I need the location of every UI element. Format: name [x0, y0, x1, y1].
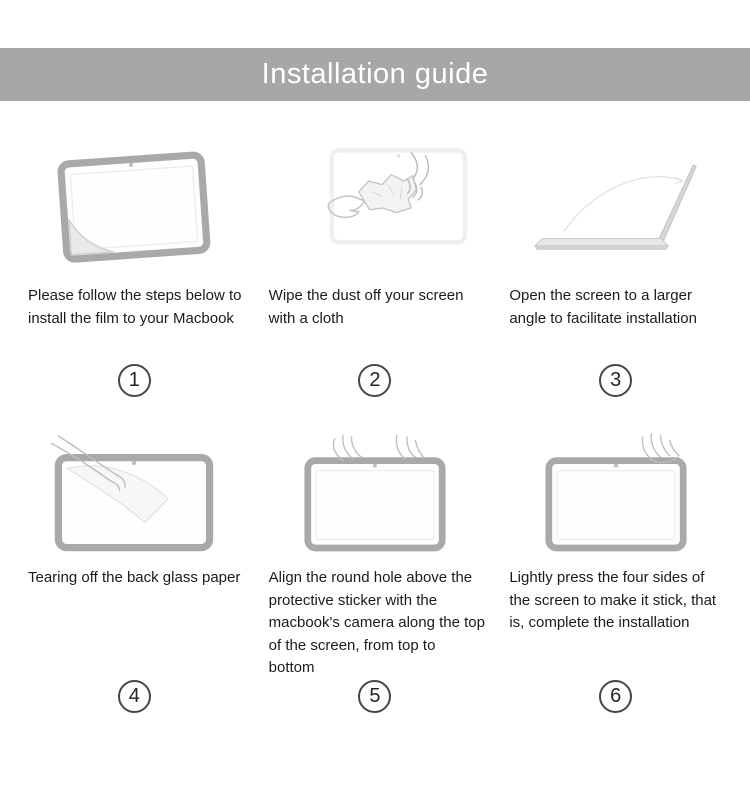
step-card-2: Wipe the dust off your screen with a clo…: [255, 145, 496, 401]
wipe-cloth-illustration-icon: [265, 145, 486, 271]
step-number-badge: 3: [599, 364, 633, 397]
step-caption: Wipe the dust off your screen with a clo…: [268, 287, 464, 327]
step-number-badge: 6: [599, 680, 633, 713]
tear-back-paper-illustration-icon: [24, 427, 245, 553]
macbook-film-peel-illustration-icon: [24, 145, 245, 271]
step-caption: Tearing off the back glass paper: [28, 569, 241, 586]
steps-grid: Please follow the steps below to install…: [0, 145, 750, 717]
step-caption: Lightly press the four sides of the scre…: [509, 569, 717, 631]
page-title: Installation guide: [261, 58, 489, 90]
step-card-6: Lightly press the four sides of the scre…: [495, 427, 736, 717]
step-number-badge: 4: [117, 680, 151, 713]
press-four-sides-illustration-icon: [505, 427, 726, 553]
step-card-1: Please follow the steps below to install…: [14, 145, 255, 401]
step-caption: Open the screen to a larger angle to fac…: [509, 287, 697, 327]
step-caption: Align the round hole above the protectiv…: [268, 569, 485, 676]
align-film-illustration-icon: [265, 427, 486, 553]
step-number-badge: 2: [358, 364, 392, 397]
open-laptop-illustration-icon: [505, 145, 726, 271]
step-card-5: Align the round hole above the protectiv…: [255, 427, 496, 717]
step-number-badge: 1: [117, 364, 151, 397]
step-card-4: Tearing off the back glass paper 4: [14, 427, 255, 717]
step-number-badge: 5: [358, 680, 392, 713]
step-card-3: Open the screen to a larger angle to fac…: [495, 145, 736, 401]
step-caption: Please follow the steps below to install…: [28, 287, 242, 327]
header-bar: Installation guide: [0, 48, 750, 101]
